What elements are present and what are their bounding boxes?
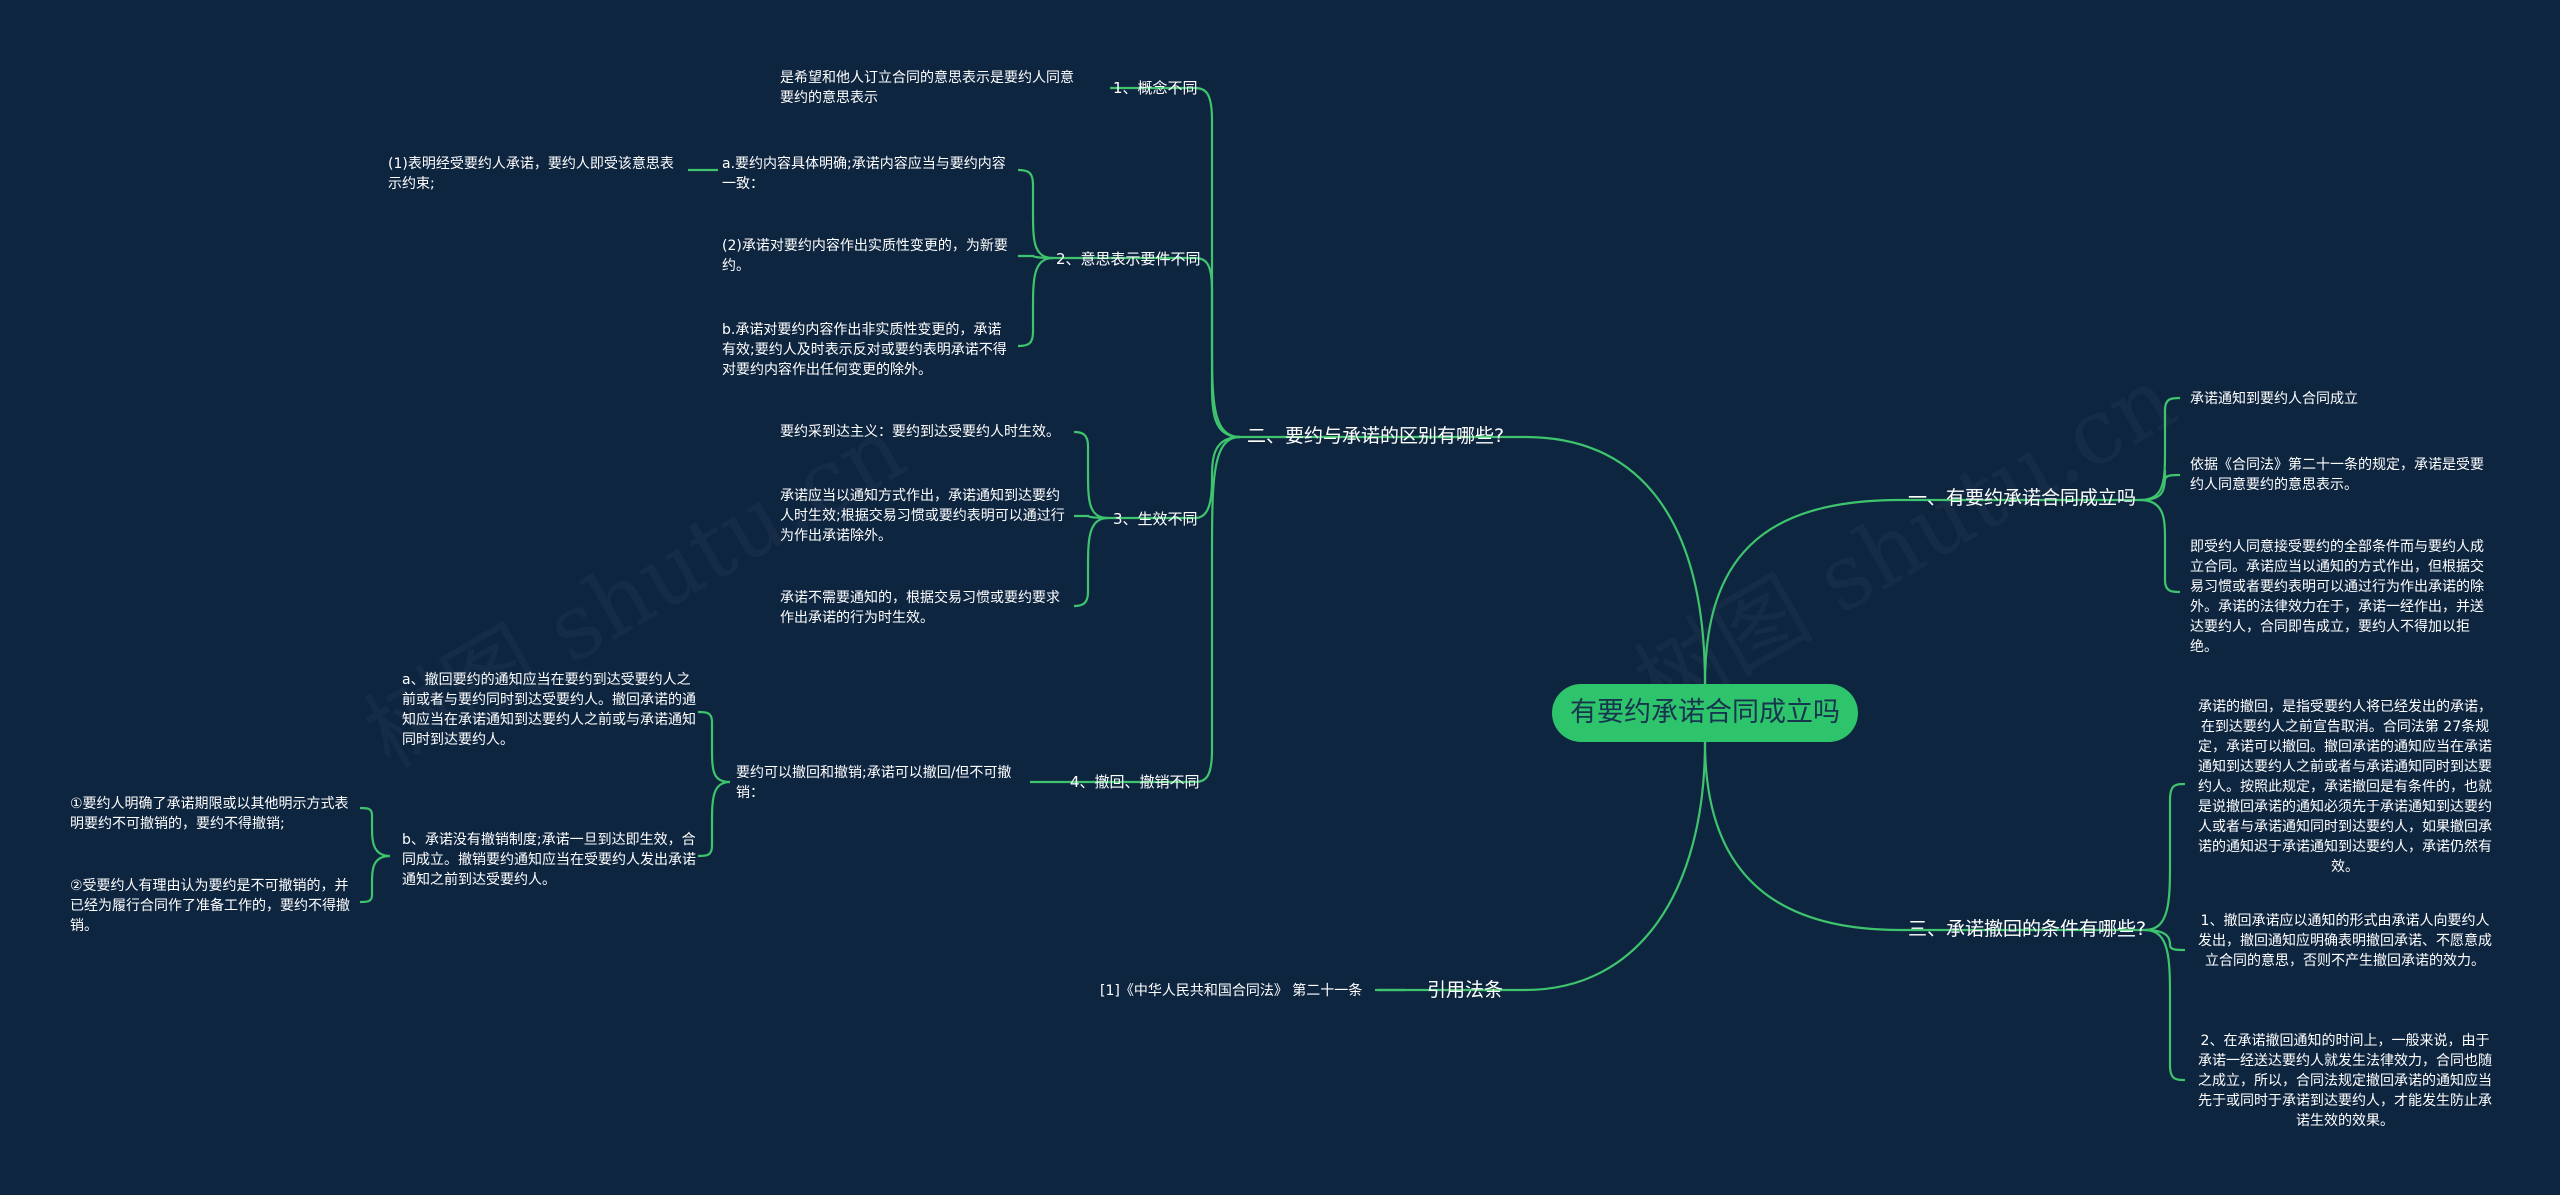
- connector: [359, 806, 391, 858]
- leaf: 承诺不需要通知的，根据交易习惯或要约要求作出承诺的行为时生效。: [780, 590, 1060, 626]
- branch-right-3[interactable]: 三、承诺撤回的条件有哪些?: [1908, 918, 2147, 940]
- leaf: (2)承诺对要约内容作出实质性变更的，为新要约。: [722, 238, 1008, 274]
- branch-right-1[interactable]: 一、有要约承诺合同成立吗: [1908, 487, 2137, 509]
- leaf: 承诺的撤回，是指受要约人将已经发出的承诺，在到达要约人之前宣告取消。合同法第 2…: [2198, 699, 2492, 875]
- sub-branch-effect[interactable]: 3、生效不同: [1113, 510, 1198, 528]
- connector: [1017, 168, 1054, 260]
- sub-branch-intent[interactable]: 2、意思表示要件不同: [1056, 250, 1201, 268]
- leaf: [1]《中华人民共和国合同法》 第二十一条: [1100, 983, 1363, 999]
- leaf: 1、撤回承诺应以通知的形式由承诺人向要约人发出，撤回通知应明确表明撤回承诺、不愿…: [2198, 913, 2492, 969]
- leaf: 依据《合同法》第二十一条的规定，承诺是受要约人同意要约的意思表示。: [2190, 457, 2484, 493]
- connector: [1017, 256, 1054, 348]
- connector: [2144, 928, 2186, 952]
- connector: [2139, 498, 2181, 594]
- leaf: ①要约人明确了承诺期限或以其他明示方式表明要约不可撤销的，要约不得撤销;: [70, 796, 349, 832]
- leaf: b、承诺没有撤销制度;承诺一旦到达即生效，合同成立。撤销要约通知应当在受要约人发…: [402, 832, 696, 888]
- leaf: 即受约人同意接受要约的全部条件而与要约人成立合同。承诺应当以通知的方式作出，但根…: [2190, 539, 2484, 655]
- connector: [697, 710, 731, 784]
- leaf: 承诺通知到要约人合同成立: [2190, 391, 2358, 407]
- sub-branch-revoke[interactable]: 4、撤回、撤销不同: [1070, 773, 1200, 791]
- connector: [2139, 469, 2181, 502]
- connector: [1524, 741, 1707, 992]
- connector: [1703, 498, 1901, 685]
- connector: [1194, 435, 1241, 520]
- leaf: 是希望和他人订立合同的意思表示是要约人同意要约的意思表示: [780, 70, 1074, 106]
- connector: [1073, 516, 1109, 608]
- branch-left-2[interactable]: 引用法条: [1427, 979, 1504, 1001]
- leaf: a.要约内容具体明确;承诺内容应当与要约内容一致：: [722, 156, 1006, 192]
- leaf: b.承诺对要约内容作出非实质性变更的，承诺有效;要约人及时表示反对或要约表明承诺…: [722, 322, 1007, 378]
- connector: [359, 854, 391, 904]
- connector: [697, 780, 731, 858]
- leaf: (1)表明经受要约人承诺，要约人即受该意思表示约束;: [388, 156, 674, 192]
- connector: [1703, 741, 1901, 932]
- leaf: 要约可以撤回和撤销;承诺可以撤回/但不可撤销：: [736, 765, 1012, 801]
- leaf: 要约采到达主义：要约到达受要约人时生效。: [780, 424, 1060, 440]
- leaf: a、撤回要约的通知应当在要约到达受要约人之前或者与要约同时到达受要约人。撤回承诺…: [402, 672, 696, 748]
- connector: [2144, 928, 2186, 1082]
- branch-left-1[interactable]: 二、要约与承诺的区别有哪些?: [1247, 425, 1505, 447]
- leaf: 2、在承诺撤回通知的时间上，一般来说，由于承诺一经送达要约人就发生法律效力，合同…: [2198, 1033, 2492, 1129]
- sub-branch-concept[interactable]: 1、概念不同: [1113, 79, 1198, 97]
- leaf: 承诺应当以通知方式作出，承诺通知到达要约人时生效;根据交易习惯或要约表明可以通过…: [780, 488, 1065, 544]
- connector: [2139, 396, 2181, 502]
- connector: [1073, 430, 1109, 520]
- connector: [1194, 435, 1241, 784]
- connector: [1194, 256, 1241, 439]
- connector: [1194, 86, 1241, 439]
- connector: [1524, 435, 1707, 685]
- leaf: ②受要约人有理由认为要约是不可撤销的，并已经为履行合同作了准备工作的，要约不得撤…: [70, 878, 350, 934]
- connector: [2144, 782, 2186, 932]
- root-node[interactable]: 有要约承诺合同成立吗: [1552, 684, 1858, 742]
